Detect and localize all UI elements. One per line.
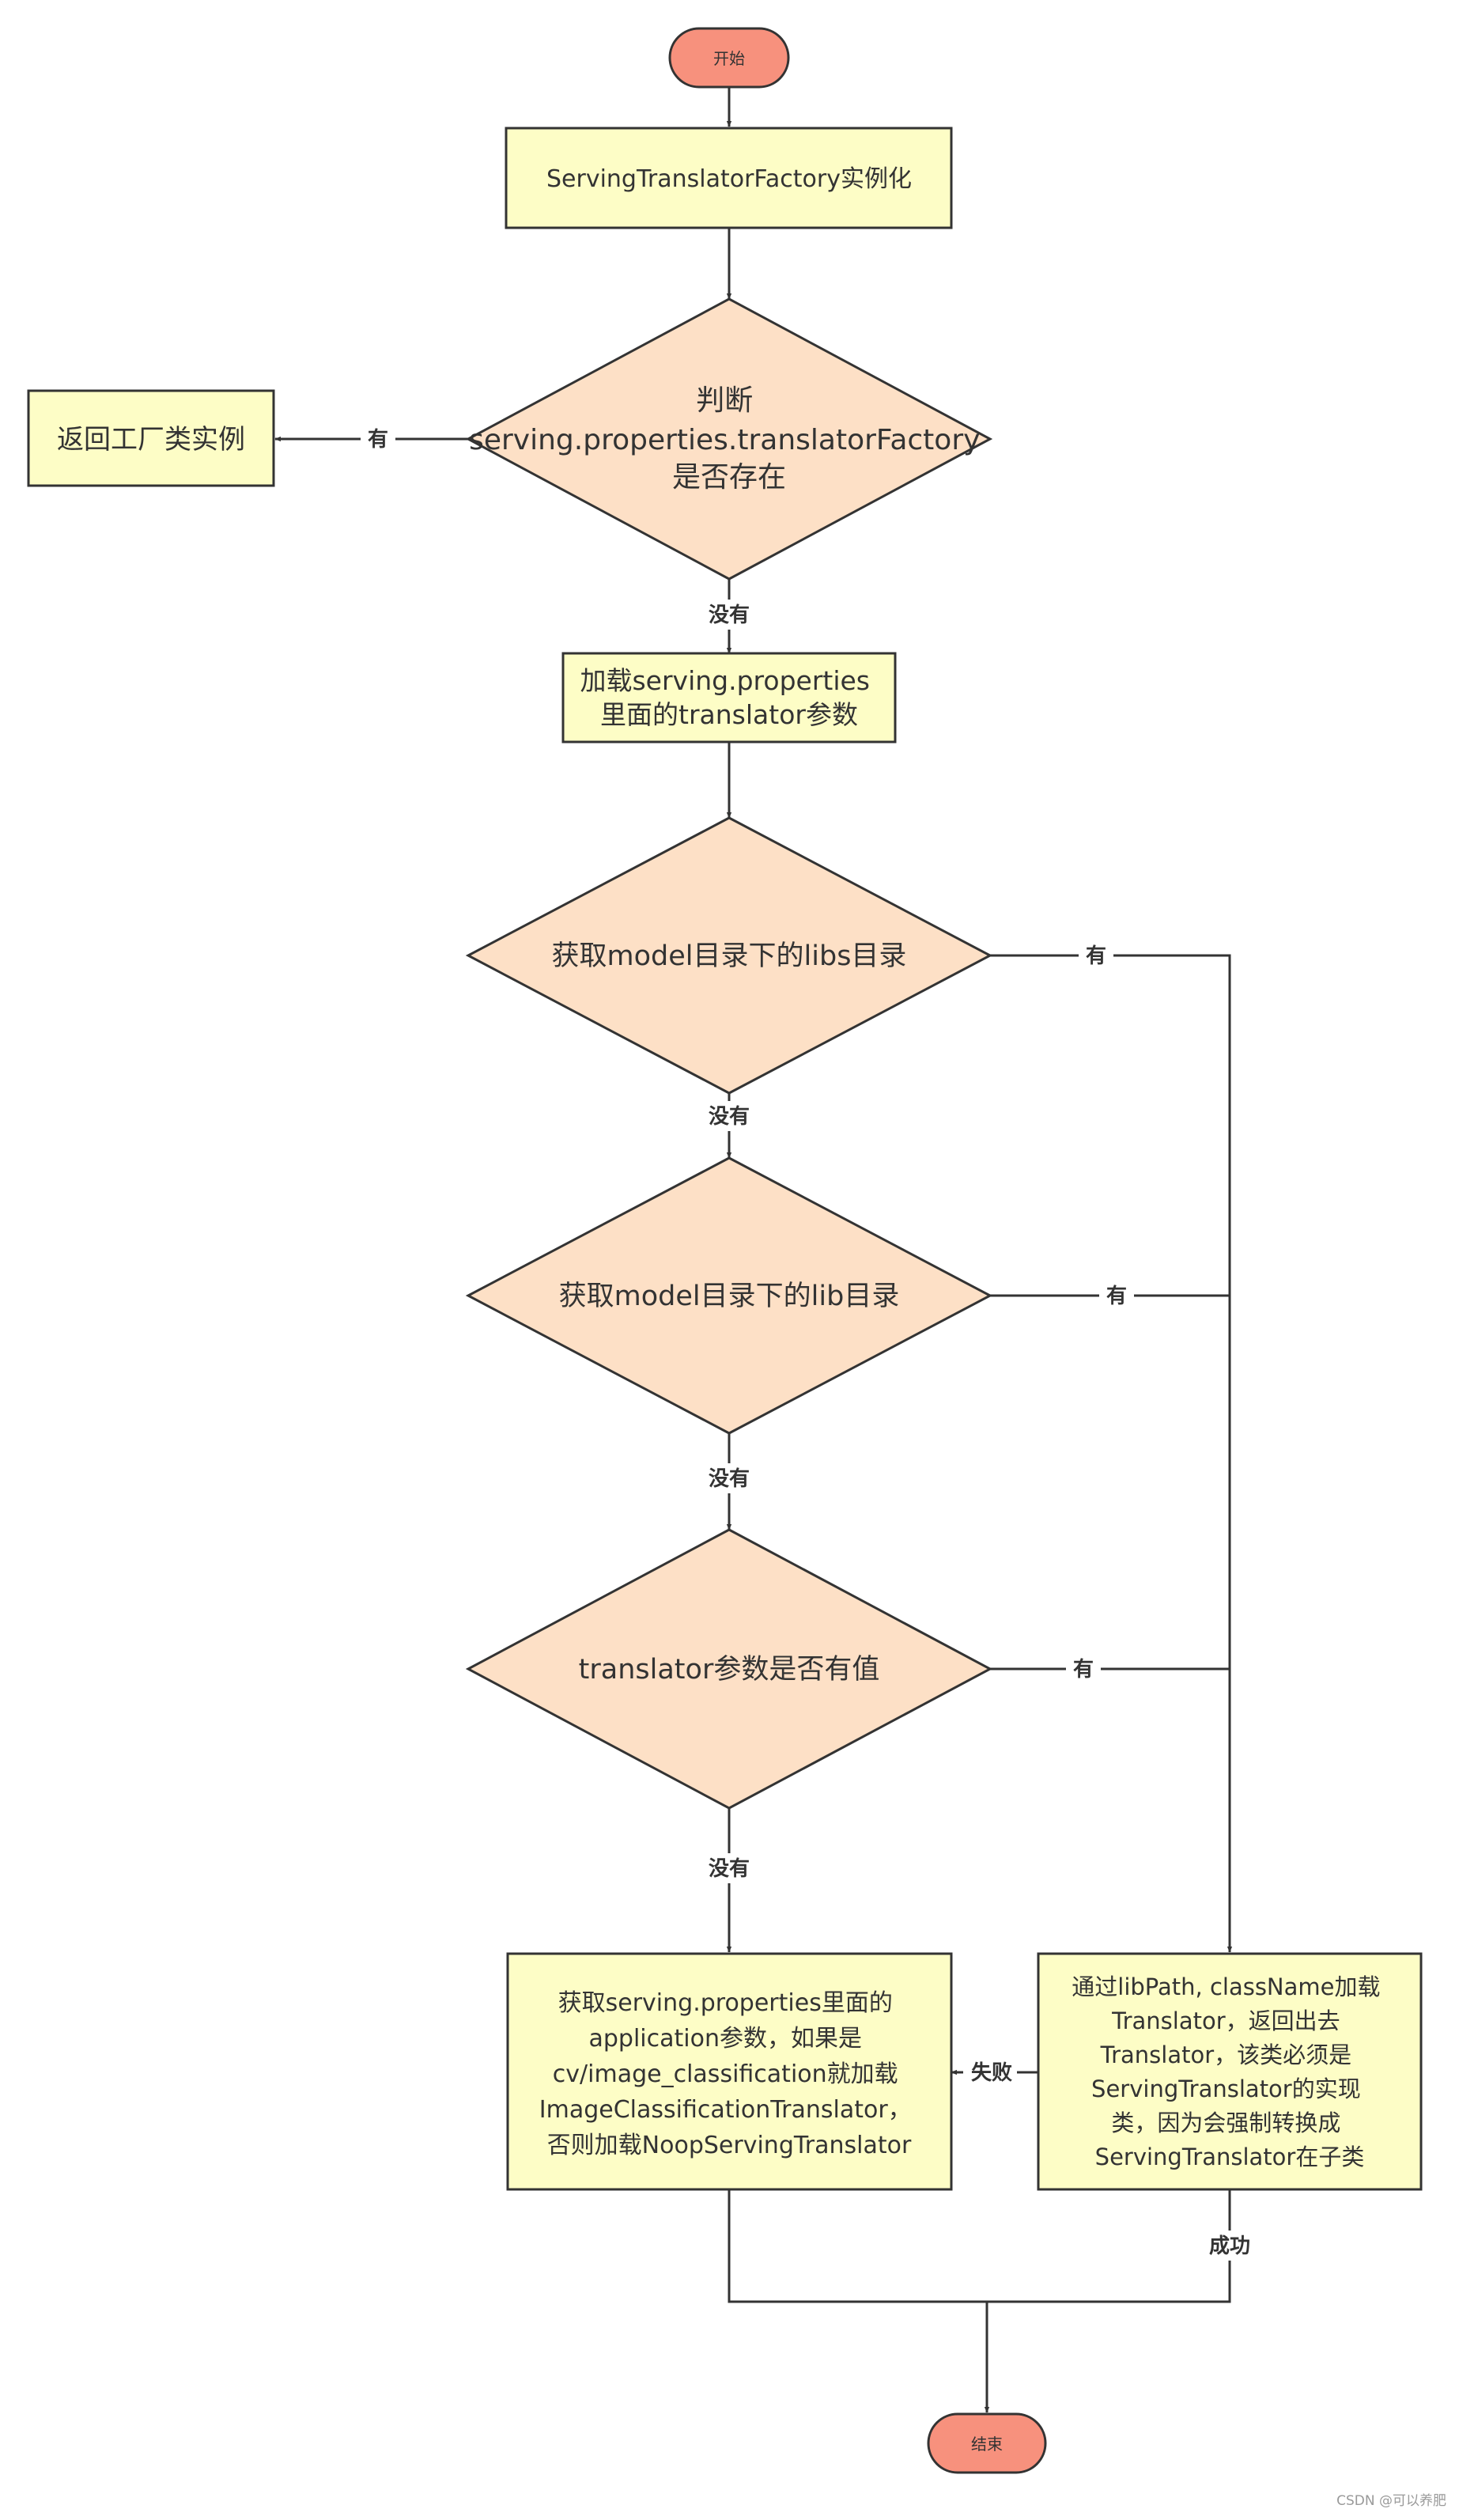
load-class-line-3: Translator，该类必须是 (1100, 2041, 1352, 2068)
watermark: CSDN @可以养肥 (1336, 2493, 1446, 2509)
label-success: 成功 (1209, 2234, 1250, 2258)
fallback-line-2: application参数，如果是 (588, 2025, 861, 2053)
fallback-line-3: cv/image_classification就加载 (553, 2060, 898, 2088)
fallback-line-5: 否则加载NoopServingTranslator (547, 2132, 912, 2159)
label-yes-factory: 有 (368, 428, 388, 452)
edge-fallback-to-merge (728, 2189, 987, 2303)
fallback-line-4: ImageClassificationTranslator， (539, 2096, 912, 2124)
label-yes-libs: 有 (1086, 944, 1106, 968)
check-libs-node: 获取model目录下的libs目录 (465, 816, 993, 1095)
fallback-line-1: 获取serving.properties里面的 (558, 1989, 893, 2017)
label-yes-lib: 有 (1106, 1285, 1127, 1308)
edge-load-class-success-to-merge (987, 2189, 1231, 2303)
check-translator-node: translator参数是否有值 (465, 1528, 993, 1810)
load-class-line-1: 通过libPath, className加载 (1072, 1973, 1380, 2000)
svg-text:判断 serving.properties.tr: 判断 serving.properties.translatorFactory … (469, 384, 989, 494)
check-libs-label: 获取model目录下的libs目录 (552, 940, 907, 972)
check-factory-line-1: 判断 (696, 384, 753, 417)
end-label: 结束 (971, 2435, 1003, 2454)
check-factory-node: 判断 serving.properties.translatorFactory … (465, 297, 993, 581)
return-factory-label: 返回工厂类实例 (57, 424, 245, 456)
load-class-line-5: 类，因为会强制转换成 (1111, 2109, 1340, 2136)
label-yes-translator: 有 (1073, 1658, 1094, 1682)
label-fail: 失败 (971, 2061, 1012, 2085)
check-lib-label: 获取model目录下的lib目录 (559, 1281, 900, 1312)
label-no-factory: 没有 (709, 604, 750, 627)
load-class-line-6: ServingTranslator在子类 (1095, 2144, 1365, 2170)
label-no-libs: 没有 (709, 1105, 750, 1129)
load-param-line-1: 加载serving.properties (580, 665, 870, 696)
edge-check-libs-to-load-class (990, 954, 1233, 1953)
check-lib-node: 获取model目录下的lib目录 (465, 1156, 993, 1435)
load-param-node: 加载serving.properties 里面的translator参数 (561, 652, 897, 744)
factory-init-label: ServingTranslatorFactory实例化 (546, 165, 912, 193)
return-factory-node: 返回工厂类实例 (27, 389, 275, 487)
load-param-line-2: 里面的translator参数 (600, 699, 858, 730)
start-label: 开始 (713, 49, 745, 68)
end-node: 结束 (927, 2412, 1047, 2474)
svg-text:加载serving.properties 里面的: 加载serving.properties 里面的translator参数 (580, 665, 878, 730)
edge-labels: 有 没有 有 没有 有 没有 有 没有 失败 成功 (361, 426, 1258, 2261)
svg-text:获取serving.properties里面的: 获取serving.properties里面的 application参数，如果… (539, 1989, 919, 2159)
label-no-lib: 没有 (709, 1467, 750, 1491)
start-node: 开始 (668, 27, 790, 89)
factory-init-node: ServingTranslatorFactory实例化 (505, 127, 953, 229)
load-class-line-4: ServingTranslator的实现 (1091, 2075, 1361, 2102)
load-class-line-2: Translator，返回出去 (1111, 2007, 1340, 2034)
fallback-node: 获取serving.properties里面的 application参数，如果… (506, 1952, 953, 2191)
label-no-translator: 没有 (709, 1857, 750, 1881)
check-translator-label: translator参数是否有值 (579, 1654, 880, 1686)
load-class-node: 通过libPath, className加载 Translator，返回出去 T… (1037, 1952, 1423, 2191)
check-factory-line-2: serving.properties.translatorFactory (469, 424, 980, 456)
check-factory-line-3: 是否存在 (672, 461, 786, 494)
svg-text:通过libPath, className加载 T: 通过libPath, className加载 Translator，返回出去 T… (1072, 1973, 1387, 2170)
